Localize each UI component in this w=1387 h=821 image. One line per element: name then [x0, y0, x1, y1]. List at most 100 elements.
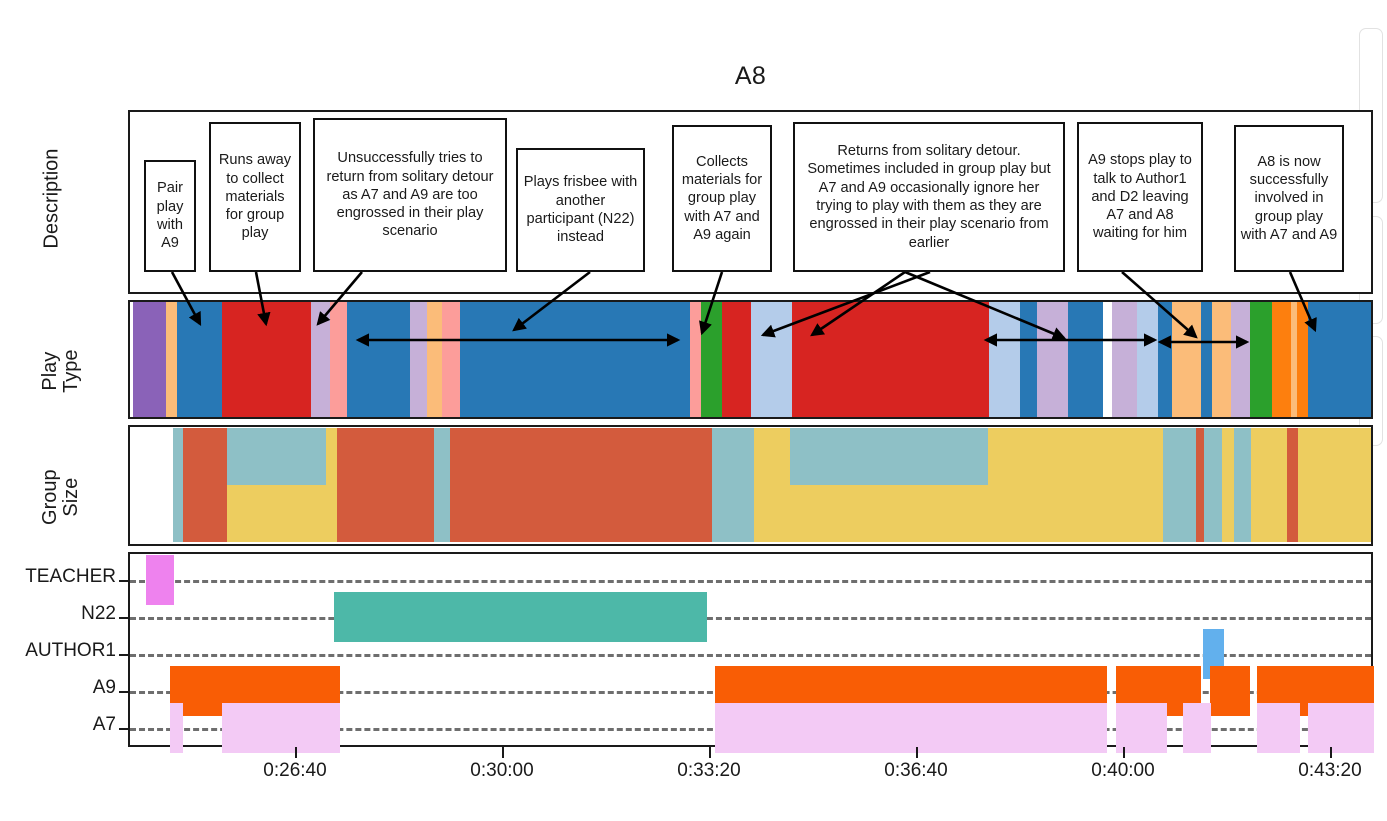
- participant-bar: [1115, 703, 1167, 753]
- participant-bar: [169, 703, 183, 753]
- callout-text: Collects materials for group play with A…: [681, 153, 763, 243]
- participant-bar: [714, 703, 1107, 753]
- band-label-play-type: Play Type: [38, 349, 82, 393]
- group-size-segment: [1297, 428, 1371, 542]
- description-callout-d5[interactable]: Collects materials for group play with A…: [672, 125, 772, 272]
- group-size-segment: [789, 485, 989, 542]
- participant-label-author1: AUTHOR1: [25, 640, 116, 661]
- participant-bar: [333, 592, 707, 642]
- play-type-segment: [310, 302, 331, 417]
- play-type-segment: [459, 302, 691, 417]
- y-axis-tick: [119, 580, 130, 582]
- participants-panel: [119, 552, 1374, 753]
- group-size-segment: [711, 428, 755, 542]
- x-axis-label: 0:30:00: [470, 760, 534, 781]
- y-axis-tick: [119, 617, 130, 619]
- page-title: A8: [734, 62, 767, 90]
- group-size-segment: [1250, 428, 1288, 542]
- band-label-group-size: Group Size: [38, 469, 82, 525]
- group-size-segment: [182, 428, 228, 542]
- play-type-segment: [132, 302, 167, 417]
- callout-text: Pair play with A9: [156, 180, 184, 252]
- participant-bar: [1307, 703, 1374, 753]
- play-type-segment: [329, 302, 348, 417]
- x-axis-tick: [502, 747, 504, 758]
- group-size-segment: [226, 485, 327, 542]
- description-callout-d8[interactable]: A8 is now successfully involved in group…: [1234, 125, 1344, 272]
- group-size-segment: [172, 428, 184, 542]
- play-type-segment: [441, 302, 461, 417]
- group-size-segment: [1233, 428, 1252, 542]
- play-type-segment: [1200, 302, 1213, 417]
- group-size-panel: [128, 425, 1373, 546]
- group-size-segment: [789, 428, 989, 485]
- play-type-segment: [1036, 302, 1069, 417]
- callout-text: Returns from solitary detour. Sometimes …: [807, 143, 1051, 251]
- group-size-segment: [433, 428, 451, 542]
- x-axis-tick: [916, 747, 918, 758]
- y-axis-tick: [119, 691, 130, 693]
- participant-label-n22: N22: [81, 603, 116, 624]
- x-axis-tick: [295, 747, 297, 758]
- play-type-segment: [1290, 302, 1298, 417]
- group-size-strip: [130, 427, 1371, 544]
- play-type-segment: [165, 302, 178, 417]
- play-type-segment: [1067, 302, 1104, 417]
- play-type-segment: [1157, 302, 1173, 417]
- callout-text: A8 is now successfully involved in group…: [1240, 153, 1338, 243]
- play-type-segment: [221, 302, 312, 417]
- callout-text: Plays frisbee with another participant (…: [523, 174, 638, 246]
- play-type-segment: [426, 302, 443, 417]
- play-type-segment: [1111, 302, 1138, 417]
- group-size-segment: [1203, 428, 1223, 542]
- x-axis-label: 0:40:00: [1091, 760, 1155, 781]
- x-axis-label: 0:26:40: [263, 760, 327, 781]
- participant-bar: [221, 703, 340, 753]
- description-callout-d1[interactable]: Pair play with A9: [144, 160, 196, 272]
- x-axis-label: 0:43:20: [1298, 760, 1362, 781]
- play-type-segment: [689, 302, 702, 417]
- x-axis-tick: [709, 747, 711, 758]
- callout-text: Runs away to collect materials for group…: [218, 152, 292, 242]
- group-size-segment: [226, 428, 327, 485]
- y-axis-tick: [119, 654, 130, 656]
- group-size-segment: [1221, 428, 1235, 542]
- play-type-segment: [409, 302, 428, 417]
- group-size-segment: [1162, 428, 1197, 542]
- callout-text: Unsuccessfully tries to return from soli…: [326, 150, 494, 240]
- group-size-segment: [449, 428, 713, 542]
- x-axis-label: 0:33:20: [677, 760, 741, 781]
- play-type-segment: [1296, 302, 1309, 417]
- play-type-segment: [700, 302, 723, 417]
- x-axis-tick: [1330, 747, 1332, 758]
- play-type-segment: [1171, 302, 1202, 417]
- description-callout-d7[interactable]: A9 stops play to talk to Author1 and D2 …: [1077, 122, 1203, 272]
- gridline: [130, 654, 1371, 657]
- play-type-strip: [130, 302, 1371, 417]
- group-size-segment: [987, 428, 1164, 542]
- group-size-segment: [325, 428, 338, 542]
- description-callout-d6[interactable]: Returns from solitary detour. Sometimes …: [793, 122, 1065, 272]
- group-size-segment: [1195, 428, 1205, 542]
- callout-text: A9 stops play to talk to Author1 and D2 …: [1088, 152, 1192, 242]
- gridline: [130, 580, 1371, 583]
- gridline: [130, 617, 1371, 620]
- play-type-segment: [176, 302, 223, 417]
- play-type-segment: [721, 302, 752, 417]
- description-callout-d4[interactable]: Plays frisbee with another participant (…: [516, 148, 645, 272]
- y-axis-tick: [119, 728, 130, 730]
- description-callout-d2[interactable]: Runs away to collect materials for group…: [209, 122, 301, 272]
- participant-bar: [145, 555, 174, 605]
- description-callout-d3[interactable]: Unsuccessfully tries to return from soli…: [313, 118, 507, 272]
- group-size-segment: [1286, 428, 1299, 542]
- play-type-segment: [1307, 302, 1371, 417]
- play-type-segment: [1136, 302, 1159, 417]
- participants-rows: [119, 554, 1374, 753]
- x-axis-label: 0:36:40: [884, 760, 948, 781]
- participant-bar: [1209, 666, 1250, 716]
- play-type-segment: [1271, 302, 1292, 417]
- participant-label-a7: A7: [92, 714, 116, 735]
- band-label-description: Description: [40, 148, 63, 249]
- play-type-segment: [346, 302, 411, 417]
- play-type-segment: [1211, 302, 1232, 417]
